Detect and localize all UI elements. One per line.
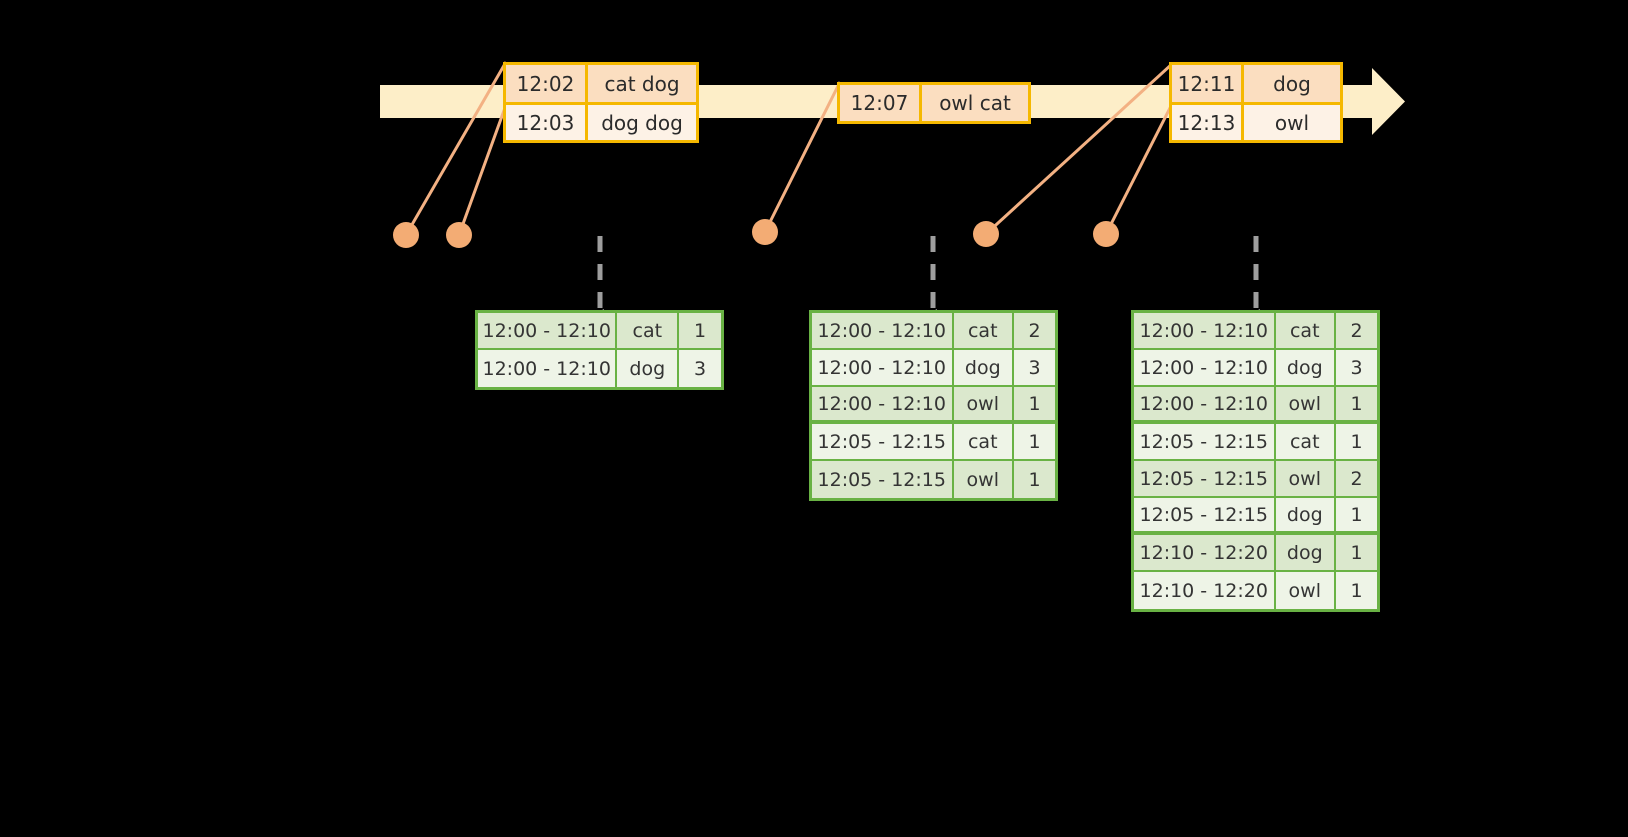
connector-1 — [404, 61, 508, 236]
event-marker-1[interactable] — [393, 222, 419, 248]
event-time: 12:07 — [840, 85, 922, 121]
cell-key: owl — [953, 461, 1015, 498]
event-marker-2[interactable] — [446, 222, 472, 248]
cell-window: 12:00 - 12:10 — [1134, 350, 1276, 385]
cell-key: dog — [1275, 350, 1337, 385]
cell-count: 1 — [679, 313, 721, 348]
cell-count: 1 — [1014, 387, 1055, 420]
cell-key: cat — [617, 313, 680, 348]
cell-window: 12:00 - 12:10 — [1134, 387, 1276, 420]
event-row: 12:07 owl cat — [840, 85, 1028, 121]
cell-key: cat — [1275, 313, 1337, 348]
cell-window: 12:10 - 12:20 — [1134, 535, 1276, 570]
event-box-2[interactable]: 12:07 owl cat — [837, 82, 1031, 124]
cell-count: 3 — [1014, 350, 1055, 385]
event-time: 12:13 — [1172, 105, 1244, 140]
cell-count: 2 — [1336, 313, 1377, 348]
cell-window: 12:00 - 12:10 — [812, 313, 954, 348]
event-row: 12:02 cat dog — [506, 65, 696, 103]
cell-key: cat — [953, 424, 1015, 459]
event-payload: cat dog — [604, 71, 680, 96]
connector-2 — [457, 104, 508, 236]
cell-count: 3 — [1336, 350, 1377, 385]
connector-3 — [763, 81, 842, 233]
event-row: 12:13 owl — [1172, 102, 1340, 140]
cell-key: owl — [1275, 572, 1337, 609]
cell-count: 1 — [1336, 498, 1377, 531]
cell-window: 12:05 - 12:15 — [812, 461, 954, 498]
cell-window: 12:00 - 12:10 — [478, 313, 618, 348]
cell-window: 12:00 - 12:10 — [1134, 313, 1276, 348]
cell-count: 3 — [679, 350, 721, 387]
cell-count: 1 — [1014, 461, 1055, 498]
cell-window: 12:00 - 12:10 — [812, 387, 954, 420]
cell-window: 12:05 - 12:15 — [1134, 461, 1276, 496]
cell-key: owl — [1275, 387, 1337, 420]
cell-count: 1 — [1336, 572, 1377, 609]
cell-key: owl — [1275, 461, 1337, 496]
cell-window: 12:05 - 12:15 — [812, 424, 954, 459]
cell-count: 2 — [1336, 461, 1377, 496]
cell-window: 12:05 - 12:15 — [1134, 498, 1276, 531]
flow-arrows — [596, 236, 1260, 317]
cell-count: 2 — [1014, 313, 1055, 348]
cell-count: 1 — [1336, 387, 1377, 420]
event-time: 12:02 — [506, 65, 588, 103]
event-markers — [393, 219, 1119, 248]
cell-window: 12:00 - 12:10 — [812, 350, 954, 385]
event-marker-4[interactable] — [973, 221, 999, 247]
event-box-1[interactable]: 12:02 cat dog 12:03 dog dog — [503, 62, 699, 143]
event-payload: dog dog — [601, 110, 683, 135]
cell-key: dog — [617, 350, 680, 387]
event-payload: dog — [1273, 71, 1311, 96]
cell-key: cat — [1275, 424, 1337, 459]
cell-count: 1 — [1336, 424, 1377, 459]
connector-5 — [1104, 103, 1174, 235]
cell-window: 12:05 - 12:15 — [1134, 424, 1276, 459]
event-box-3[interactable]: 12:11 dog 12:13 owl — [1169, 62, 1343, 143]
event-time: 12:11 — [1172, 65, 1244, 103]
cell-count: 1 — [1014, 424, 1055, 459]
event-payload: owl — [1274, 110, 1310, 135]
event-marker-3[interactable] — [752, 219, 778, 245]
cell-count: 1 — [1336, 535, 1377, 570]
cell-key: dog — [1275, 535, 1337, 570]
event-payload: owl cat — [939, 91, 1011, 115]
event-row: 12:03 dog dog — [506, 102, 696, 140]
event-time: 12:03 — [506, 105, 588, 140]
cell-window: 12:00 - 12:10 — [478, 350, 618, 387]
cell-key: cat — [953, 313, 1015, 348]
event-marker-5[interactable] — [1093, 221, 1119, 247]
cell-key: dog — [953, 350, 1015, 385]
cell-key: owl — [953, 387, 1015, 420]
cell-window: 12:10 - 12:20 — [1134, 572, 1276, 609]
cell-key: dog — [1275, 498, 1337, 531]
event-row: 12:11 dog — [1172, 65, 1340, 103]
